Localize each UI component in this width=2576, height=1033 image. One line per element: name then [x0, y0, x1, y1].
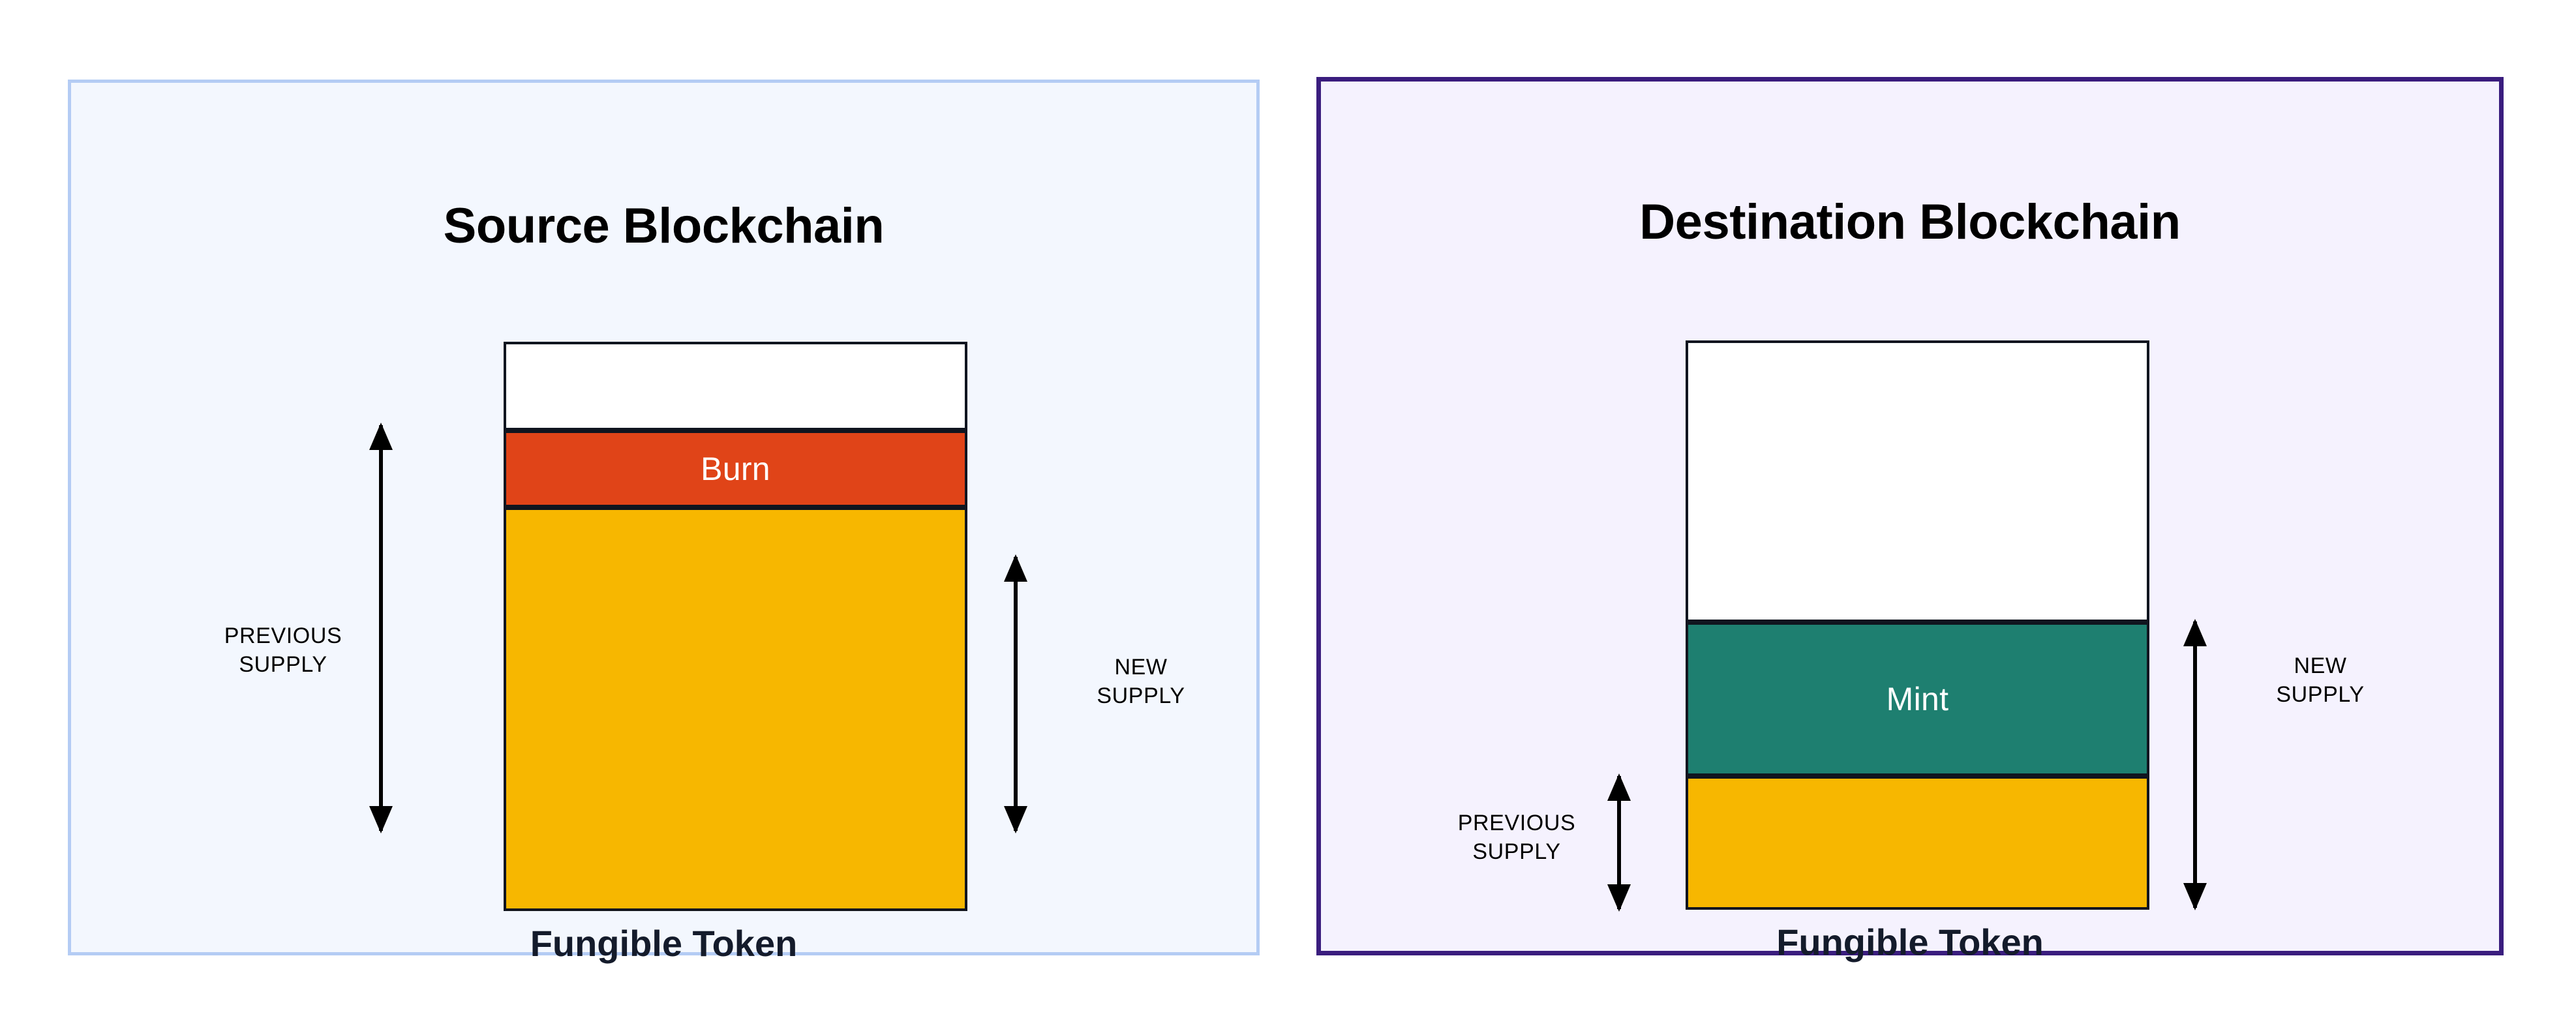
bar-segment-mint: Mint: [1686, 622, 2149, 776]
token-caption-destination: Fungible Token: [1776, 921, 2044, 963]
measure-label-previous-supply-source: PREVIOUS SUPPLY: [224, 623, 342, 677]
bar-segment-burn-label: Burn: [701, 451, 770, 487]
bar-segment-burn: Burn: [504, 430, 967, 507]
bar-segment-remaining-supply: [504, 507, 967, 911]
measure-label-previous-supply-destination: PREVIOUS SUPPLY: [1457, 811, 1576, 864]
measure-arrow-new-supply-source: [1003, 553, 1029, 835]
measure-arrow-previous-supply-source: [368, 421, 394, 835]
panel-source-blockchain: Source Blockchain Burn PREVIOUS SUPPLY: [68, 80, 1260, 962]
measure-arrow-new-supply-destination: [2182, 618, 2208, 912]
token-caption-source: Fungible Token: [530, 923, 798, 964]
stacked-bar-destination: Mint: [1686, 340, 2149, 910]
measure-label-new-supply-source: NEW SUPPLY: [1097, 655, 1185, 708]
panel-destination-blockchain: Destination Blockchain Mint PREVIOUS SUP…: [1316, 77, 2504, 961]
page-title-source: Source Blockchain: [443, 198, 885, 254]
stacked-bar-source: Burn: [504, 342, 967, 911]
page-title-destination: Destination Blockchain: [1639, 194, 2181, 250]
bar-segment-headroom-destination: [1686, 340, 2149, 622]
bar-segment-previous-supply-destination: [1686, 776, 2149, 910]
bar-segment-headroom-source: [504, 342, 967, 430]
measure-arrow-previous-supply-destination: [1606, 772, 1632, 913]
measure-label-new-supply-destination: NEW SUPPLY: [2276, 653, 2365, 707]
bar-segment-mint-label: Mint: [1886, 681, 1949, 717]
